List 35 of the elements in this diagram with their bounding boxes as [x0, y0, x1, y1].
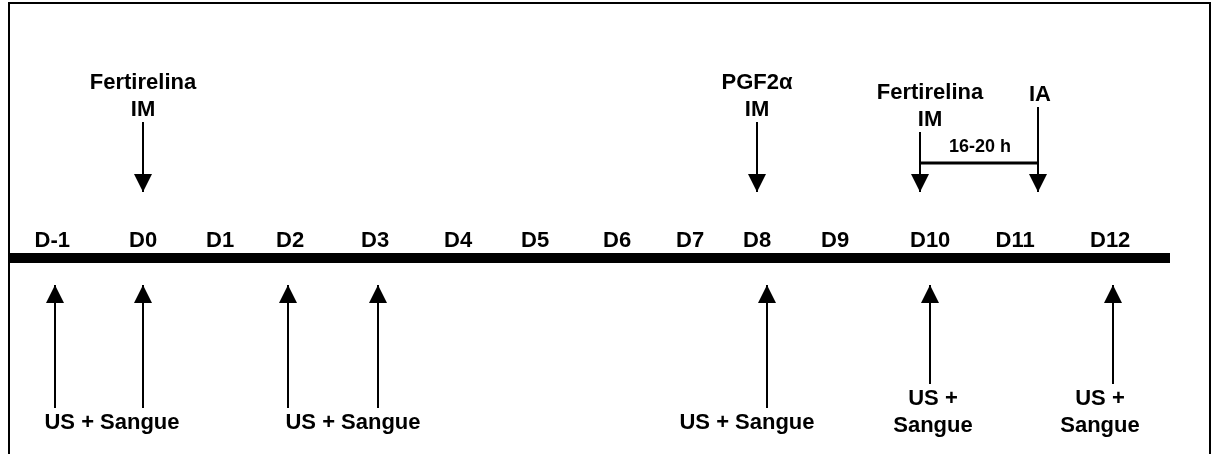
day-label: D1 [206, 228, 235, 252]
event-label: US + Sangue [1050, 384, 1150, 438]
event-label: Fertirelina IM [865, 78, 995, 132]
arrow [279, 284, 297, 409]
event-label: US + Sangue [253, 408, 453, 435]
event-label: PGF2α IM [712, 68, 802, 122]
duration-label: 16-20 h [949, 135, 1012, 158]
day-label: D7 [676, 228, 705, 252]
event-label: US + Sangue [883, 384, 983, 438]
arrow [1104, 284, 1122, 385]
day-label: D11 [995, 228, 1035, 252]
day-label: D4 [444, 228, 473, 252]
day-label: D5 [521, 228, 550, 252]
day-label: D0 [129, 228, 158, 252]
arrow [134, 284, 152, 409]
arrow [921, 284, 939, 385]
day-label: D2 [276, 228, 305, 252]
event-label: US + Sangue [647, 408, 847, 435]
arrow [1029, 106, 1047, 193]
day-label: D12 [1090, 228, 1131, 252]
day-label: D-1 [34, 228, 70, 252]
arrow [748, 121, 766, 193]
day-label: D10 [910, 228, 951, 252]
event-label: Fertirelina IM [78, 68, 208, 122]
day-label: D3 [361, 228, 390, 252]
day-label: D9 [821, 228, 850, 252]
day-label: D8 [743, 228, 772, 252]
arrow [134, 121, 152, 193]
arrow [758, 284, 776, 409]
arrow [911, 131, 929, 193]
day-label: D6 [603, 228, 632, 252]
event-label: IA [1020, 80, 1060, 107]
event-label: US + Sangue [12, 408, 212, 435]
arrow [46, 284, 64, 409]
arrow [369, 284, 387, 409]
